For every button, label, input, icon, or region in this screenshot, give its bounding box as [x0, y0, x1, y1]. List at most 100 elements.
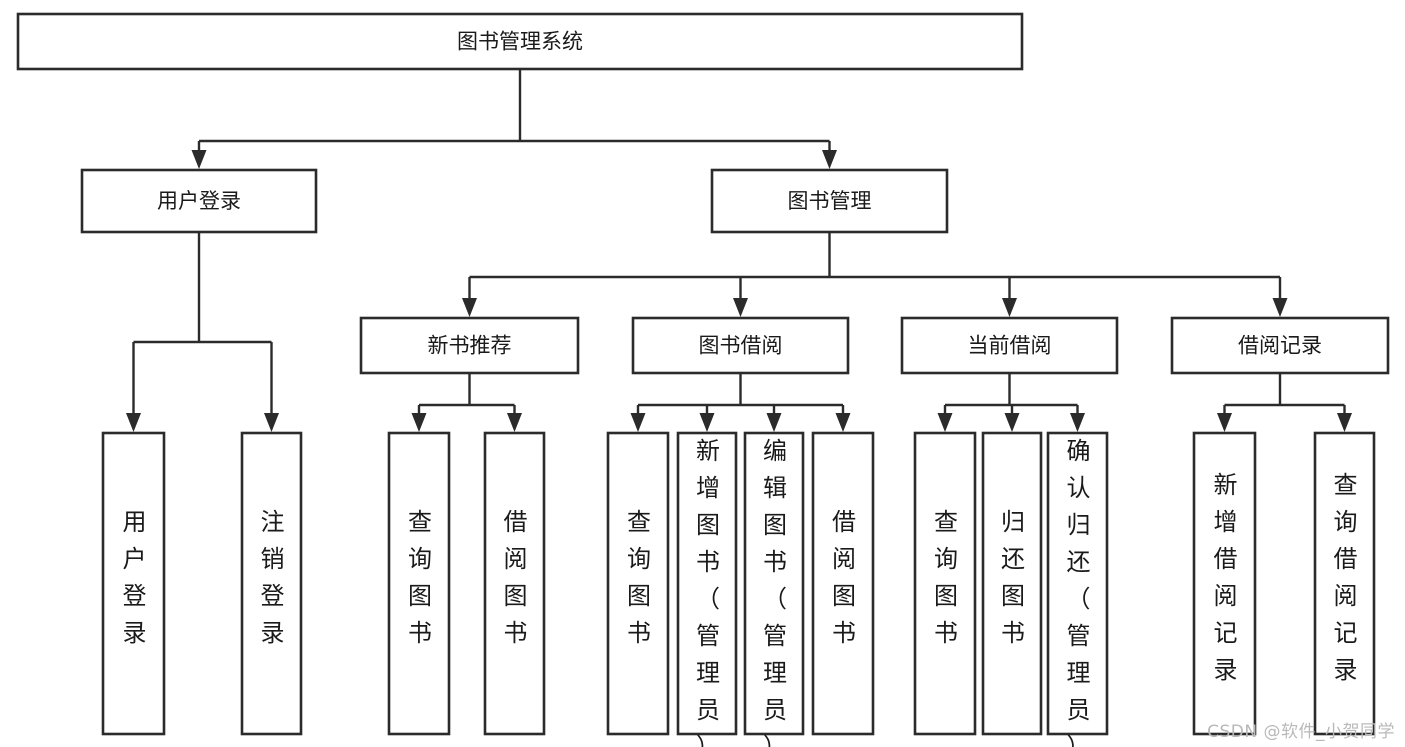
node-label-char: （: [696, 585, 720, 613]
node-label-char: 录: [1334, 656, 1358, 684]
node-label-char: 图: [763, 511, 787, 539]
node-label-char: 阅: [1214, 582, 1238, 610]
node-box: [240, 431, 303, 736]
node-label-char: 询: [627, 545, 651, 573]
node-label-char: 用: [123, 508, 147, 536]
node-layer: 图书管理系统用户登录图书管理新书推荐图书借阅当前借阅借阅记录用户登录注销登录查询…: [16, 12, 1390, 747]
node-label-char: ）: [1067, 733, 1091, 747]
node-label-char: 户: [123, 545, 147, 573]
node-label: 借阅记录: [1238, 334, 1322, 358]
node-l2-book-manage[interactable]: 图书管理: [710, 168, 949, 234]
node-label-char: 录: [123, 619, 147, 647]
node-label-char: 借: [832, 508, 856, 536]
node-label-char: 询: [408, 545, 432, 573]
node-label-char: 图: [504, 582, 528, 610]
node-label-char: 理: [1067, 659, 1091, 687]
node-label-char: 书: [832, 619, 856, 647]
node-l3-current-borrow[interactable]: 当前借阅: [900, 316, 1119, 375]
node-label-char: 书: [696, 548, 720, 576]
node-label-char: 阅: [1334, 582, 1358, 610]
node-label-char: 阅: [832, 545, 856, 573]
connector-layer: [126, 69, 1352, 432]
node-box: [606, 431, 670, 736]
node-label-char: 管: [1067, 622, 1091, 650]
node-l3-borrow-record[interactable]: 借阅记录: [1170, 316, 1390, 375]
node-label-char: 员: [696, 696, 720, 724]
node-box: [913, 431, 977, 736]
node-label-char: 认: [1067, 474, 1091, 502]
node-label-char: 增: [1214, 508, 1238, 536]
node-label-char: 编: [763, 437, 787, 465]
node-label-char: 辑: [763, 474, 787, 502]
node-box: [101, 431, 166, 736]
node-box: [900, 316, 1119, 375]
node-label-char: 书: [1001, 619, 1025, 647]
node-label-char: （: [763, 585, 787, 613]
node-label-char: 图: [696, 511, 720, 539]
node-box: [981, 431, 1043, 736]
node-label-char: 理: [696, 659, 720, 687]
node-label-char: 图: [934, 582, 958, 610]
node-root[interactable]: 图书管理系统: [16, 12, 1024, 71]
node-box: [1313, 431, 1376, 736]
node-label-char: （: [1067, 585, 1091, 613]
node-label-char: 注: [261, 508, 285, 536]
node-box: [710, 168, 949, 234]
node-l3-book-borrow[interactable]: 图书借阅: [631, 316, 850, 375]
node-label-char: 登: [261, 582, 285, 610]
node-label: 图书借阅: [699, 334, 783, 358]
node-box: [80, 168, 318, 234]
node-box: [483, 431, 546, 736]
node-label-char: 记: [1214, 619, 1238, 647]
node-label-char: 书: [627, 619, 651, 647]
node-label: 当前借阅: [968, 334, 1052, 358]
node-box: [387, 431, 451, 736]
node-label-char: 图: [1001, 582, 1025, 610]
node-box: [1170, 316, 1390, 375]
node-label-char: 归: [1067, 511, 1091, 539]
node-label-char: ）: [696, 733, 720, 747]
node-label: 图书管理: [788, 189, 872, 213]
node-label-char: 确: [1067, 437, 1091, 465]
node-l2-user-login[interactable]: 用户登录: [80, 168, 318, 234]
node-leaf-user-login[interactable]: 用户登录: [101, 431, 166, 736]
node-label-char: 员: [763, 696, 787, 724]
node-label: 用户登录: [157, 189, 241, 213]
node-label: 图书管理系统: [457, 30, 583, 54]
node-label-char: 归: [1001, 508, 1025, 536]
node-label-char: 书: [504, 619, 528, 647]
node-label-char: 记: [1334, 619, 1358, 647]
node-box: [743, 431, 805, 736]
node-label-char: 还: [1067, 548, 1091, 576]
node-label-char: 借: [1334, 545, 1358, 573]
node-label-char: 增: [696, 474, 720, 502]
node-label-char: 书: [408, 619, 432, 647]
node-label-char: 销: [261, 545, 285, 573]
node-label-char: 询: [934, 545, 958, 573]
node-label-char: 理: [763, 659, 787, 687]
node-label-char: 书: [934, 619, 958, 647]
node-l3-new-book-rec[interactable]: 新书推荐: [359, 316, 580, 375]
node-label-char: 图: [408, 582, 432, 610]
node-label-char: 登: [123, 582, 147, 610]
node-box: [359, 316, 580, 375]
node-label-char: 询: [1334, 508, 1358, 536]
node-box: [1192, 431, 1257, 736]
node-label-char: 查: [934, 508, 958, 536]
node-label-char: 录: [1214, 656, 1238, 684]
node-box: [1046, 431, 1109, 736]
node-label-char: 新: [1214, 471, 1238, 499]
